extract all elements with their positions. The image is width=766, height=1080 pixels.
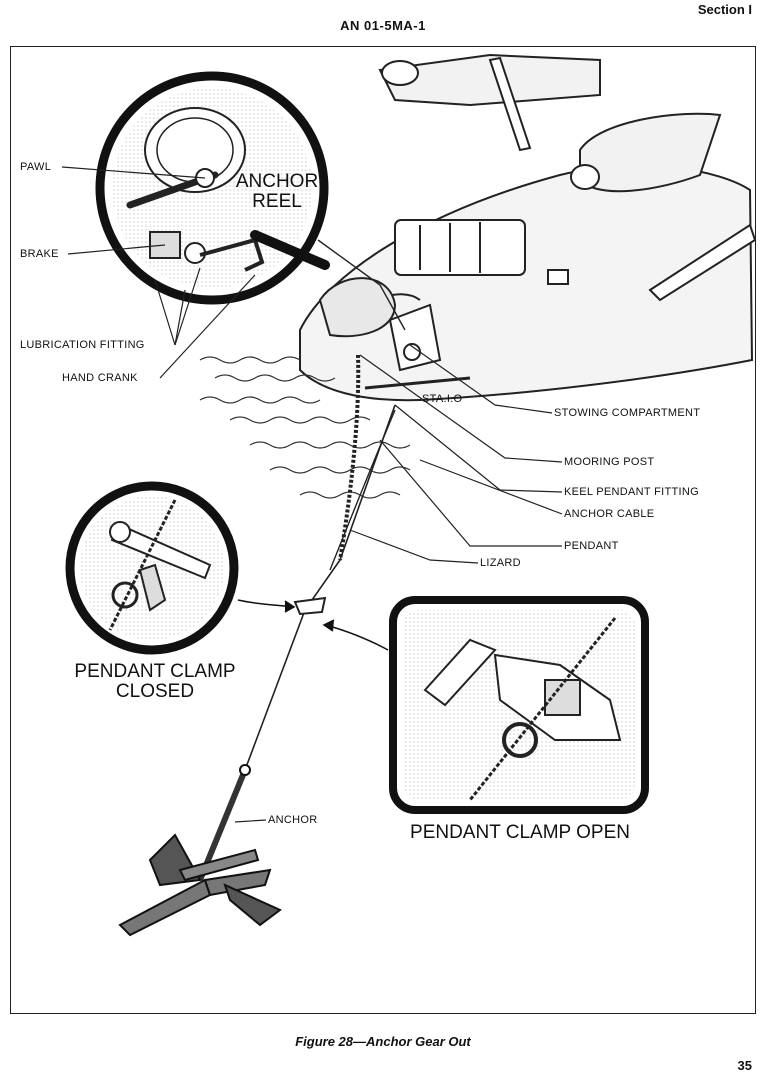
label-lubrication-fitting: LUBRICATION FITTING xyxy=(20,339,145,351)
label-anchor-cable: ANCHOR CABLE xyxy=(564,508,655,520)
label-hand-crank: HAND CRANK xyxy=(62,372,138,384)
aircraft-engines xyxy=(378,53,757,302)
label-keel-pendant-fitting: KEEL PENDANT FITTING xyxy=(564,486,699,498)
label-pendant-clamp-open: PENDANT CLAMP OPEN xyxy=(410,822,630,843)
figure-frame xyxy=(10,46,756,1014)
anchor-reel-inset xyxy=(95,71,330,305)
aircraft-hull xyxy=(299,164,754,402)
pendant-clamp-on-cable xyxy=(293,596,327,616)
label-pawl: PAWL xyxy=(20,161,52,173)
figure-caption: Figure 28—Anchor Gear Out xyxy=(295,1034,471,1049)
clamp-closed-inset xyxy=(65,481,239,655)
section-label: Section I xyxy=(697,2,752,17)
label-anchor-reel: ANCHOR REEL xyxy=(235,171,319,212)
anchor-drawing xyxy=(118,764,282,937)
water-ripples xyxy=(199,356,411,499)
anchor-cables xyxy=(244,239,406,771)
label-anchor: ANCHOR xyxy=(268,814,318,826)
inset-arrows xyxy=(237,599,389,651)
label-mooring-post: MOORING POST xyxy=(564,456,655,468)
clamp-open-inset xyxy=(389,596,649,814)
leader-lines xyxy=(61,166,563,823)
document-id: AN 01-5MA-1 xyxy=(340,18,426,33)
label-pendant-clamp-closed: PENDANT CLAMP CLOSED xyxy=(74,661,236,702)
label-brake: BRAKE xyxy=(20,248,59,260)
label-lizard: LIZARD xyxy=(480,557,521,569)
page-number: 35 xyxy=(737,1058,752,1073)
label-pendant: PENDANT xyxy=(564,540,619,552)
label-stowing-compartment: STOWING COMPARTMENT xyxy=(554,407,701,419)
label-station: STA.I.O xyxy=(422,393,463,405)
